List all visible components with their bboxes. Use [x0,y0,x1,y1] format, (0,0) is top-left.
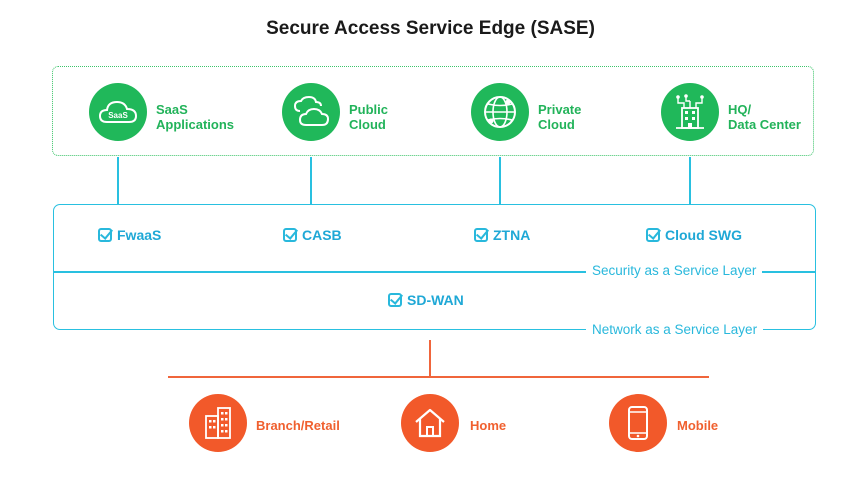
svg-text:SaaS: SaaS [108,111,128,120]
node-label-line2: Cloud [349,117,386,132]
sase-services-box [53,204,816,330]
node-label-line1: Private [538,102,582,117]
connector-line [689,157,691,204]
saas-cloud-icon: SaaS [89,83,147,141]
connector-line [499,157,501,204]
node-label-line2: Applications [156,117,235,132]
home-icon [401,394,459,452]
edge-label-home: Home [470,418,507,433]
mobile-phone-icon [609,394,667,452]
building-circuit-icon [661,83,719,141]
node-label-line1: HQ/ [728,102,752,117]
network-layer-label: Network as a Service Layer [586,322,764,337]
service-casb: CASB [283,227,342,243]
service-label: SD-WAN [407,292,464,308]
service-label: FwaaS [117,227,162,243]
node-label-line1: SaaS [156,102,188,117]
diagram-title: Secure Access Service Edge (SASE) [266,18,595,39]
edge-connector-vertical [429,340,431,377]
checkbox-icon [283,228,297,242]
service-label: Cloud SWG [665,227,742,243]
edge-connector-horizontal [168,376,709,378]
service-fwaas: FwaaS [98,227,161,243]
public-cloud-icon [282,83,340,141]
service-label: CASB [302,227,342,243]
node-label-private-cloud: Private Cloud [538,102,581,132]
service-cloud-swg: Cloud SWG [646,227,742,243]
office-building-icon [189,394,247,452]
node-label-public-cloud: Public Cloud [349,102,388,132]
node-label-line2: Cloud [538,117,575,132]
checkbox-icon [388,293,402,307]
checkbox-icon [646,228,660,242]
security-layer-divider [53,271,816,273]
node-label-line2: Data Center [728,117,801,132]
service-label: ZTNA [493,227,531,243]
globe-network-icon [471,83,529,141]
node-label-line1: Public [349,102,389,117]
node-label-saas: SaaS Applications [156,102,234,132]
checkbox-icon [474,228,488,242]
cloud-resources-box [52,66,814,156]
security-layer-label: Security as a Service Layer [586,263,763,278]
edge-label-mobile: Mobile [677,418,719,433]
service-ztna: ZTNA [474,227,530,243]
checkbox-icon [98,228,112,242]
service-sd-wan: SD-WAN [388,292,464,308]
node-label-hq: HQ/ Data Center [728,102,801,132]
connector-line [310,157,312,204]
connector-line [117,157,119,204]
edge-label-branch: Branch/Retail [256,418,340,433]
